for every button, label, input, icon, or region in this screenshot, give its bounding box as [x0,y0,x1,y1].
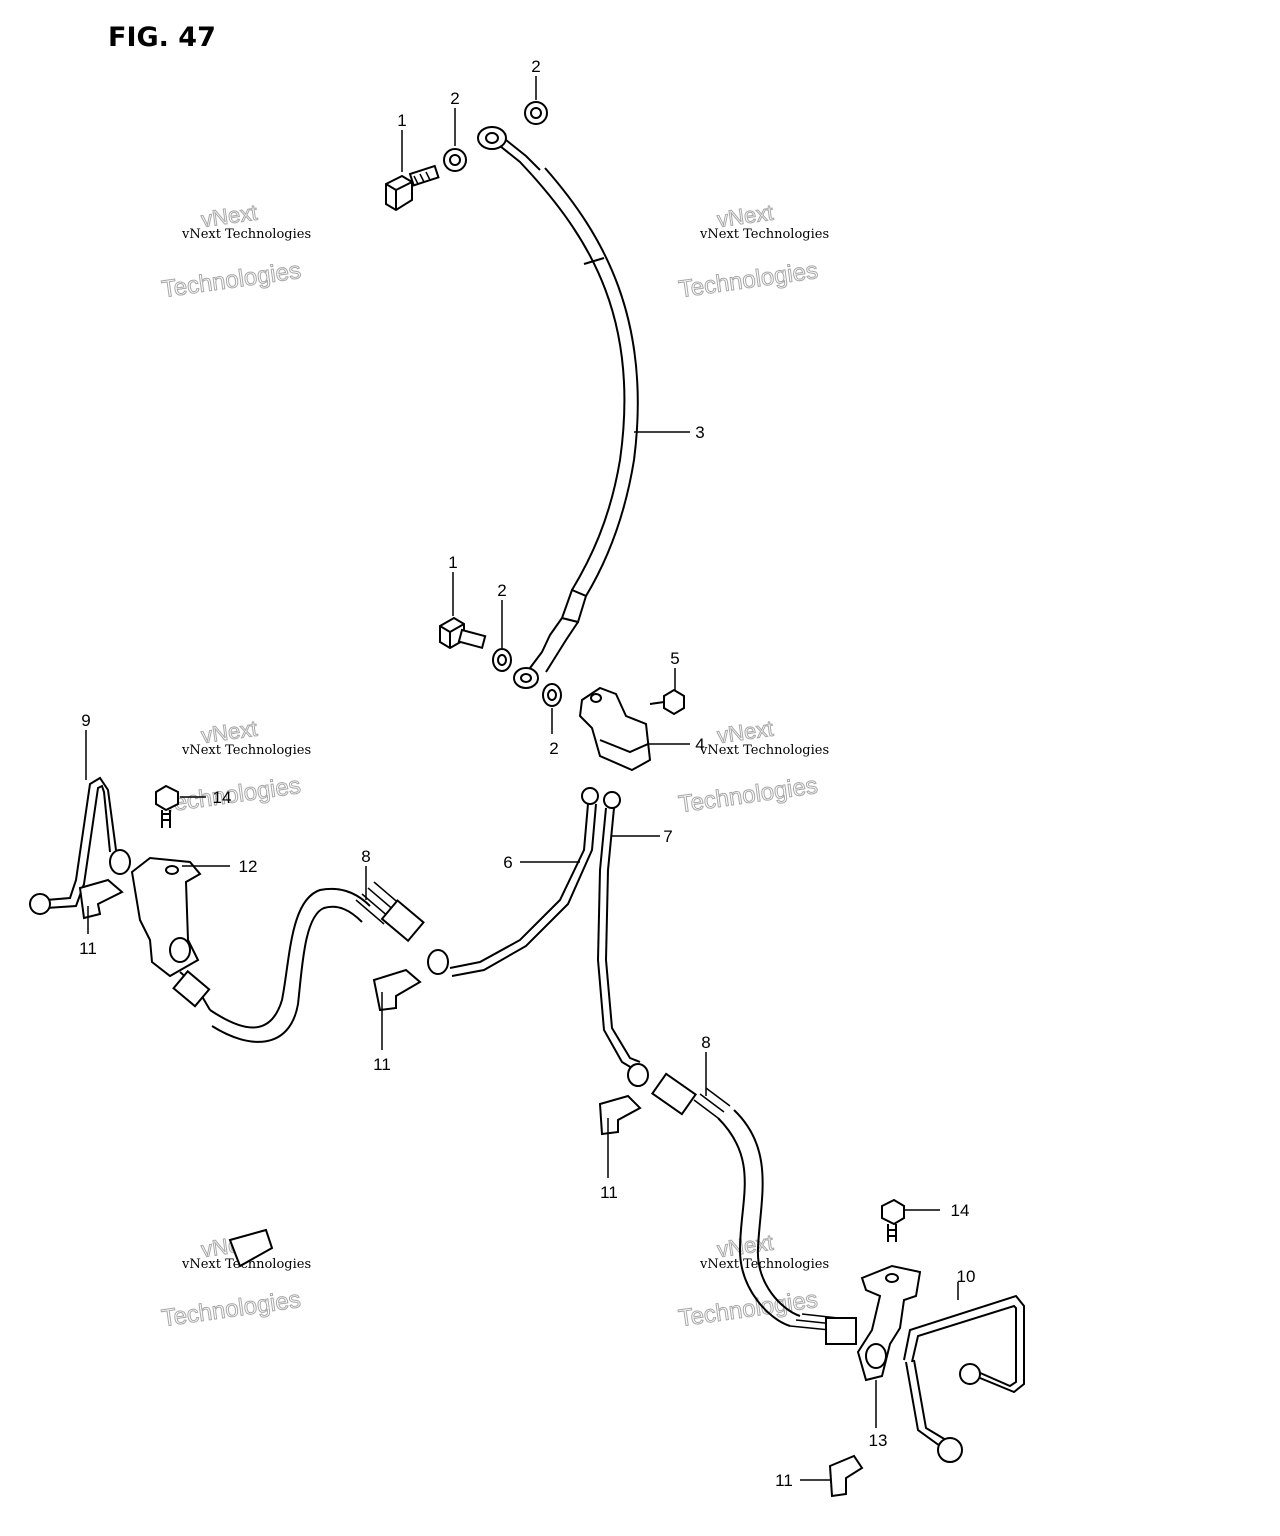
callout-2: 2 [531,57,540,76]
brake-pipe-7 [596,791,649,1087]
leader-lines [85,76,959,1481]
callout-11: 11 [600,1183,618,1202]
brake-hose-8-left [172,881,425,1043]
callout-8: 8 [701,1033,710,1052]
callout-12: 12 [239,857,258,876]
callout-3: 3 [695,423,704,442]
brake-pipe-6 [427,787,599,977]
watermark-word: Technologies [677,1286,820,1332]
washer-lower-b [542,683,562,707]
callout-4: 4 [695,735,704,754]
callout-14: 14 [951,1201,970,1220]
clip-11-a [78,878,124,920]
bolt-14-left [155,784,179,828]
callout-1: 1 [397,111,406,130]
watermark-text: vNext Technologies [181,227,311,242]
watermark-text: vNext Technologies [181,743,311,758]
callout-10: 10 [957,1267,976,1286]
brake-joint-block [578,686,652,772]
brake-pipe-10 [903,1294,1025,1463]
watermark-word: Technologies [677,772,820,818]
bolt-14-right [881,1198,905,1242]
clip-11-c [598,1094,642,1136]
stray-mark [228,1228,274,1268]
callout-11: 11 [373,1055,391,1074]
clip-11-d [828,1454,864,1498]
callout-1: 1 [448,553,457,572]
bracket-13 [856,1264,922,1382]
brake-pipe-9 [29,776,131,915]
joint-bolt [649,688,685,716]
watermark-mid-left: vNext vNext Technologies Technologies [159,715,311,819]
clip-11-b [372,968,422,1012]
watermark-mid-right: vNext vNext Technologies Technologies [676,715,829,819]
watermark-word: Technologies [677,257,820,303]
callout-5: 5 [670,649,679,668]
watermark-text: vNext Technologies [181,1257,311,1272]
watermark-word: Technologies [160,1286,303,1332]
bracket-12 [130,856,202,978]
callout-7: 7 [663,827,672,846]
callout-11: 11 [79,939,97,958]
callout-2: 2 [450,89,459,108]
banjo-bolt-upper [385,164,440,212]
watermark-top-left: vNext vNext Technologies Technologies [160,199,312,304]
figure-title: FIG. 47 [108,22,216,53]
washer-upper-a [443,148,467,172]
washer-lower-a [492,648,512,672]
callout-9: 9 [81,711,90,730]
watermark-text: vNext Technologies [699,227,829,242]
washer-upper-b [524,101,548,125]
callout-8: 8 [361,847,370,866]
banjo-bolt-lower [439,616,487,650]
watermark-word: Technologies [160,257,303,303]
brake-hose-upper [477,126,639,689]
brake-hose-8-right [650,1072,857,1345]
callout-14: 14 [213,788,232,807]
watermark-text: vNext Technologies [699,743,829,758]
callout-6: 6 [503,853,512,872]
watermark-top-right: vNext vNext Technologies Technologies [677,199,830,304]
callout-2: 2 [549,739,558,758]
watermark-text: vNext Technologies [699,1257,829,1272]
callout-13: 13 [869,1431,888,1450]
callout-2: 2 [497,581,506,600]
callout-11: 11 [775,1471,793,1490]
watermark-bottom-right: vNext vNext Technologies Technologies [676,1229,829,1333]
